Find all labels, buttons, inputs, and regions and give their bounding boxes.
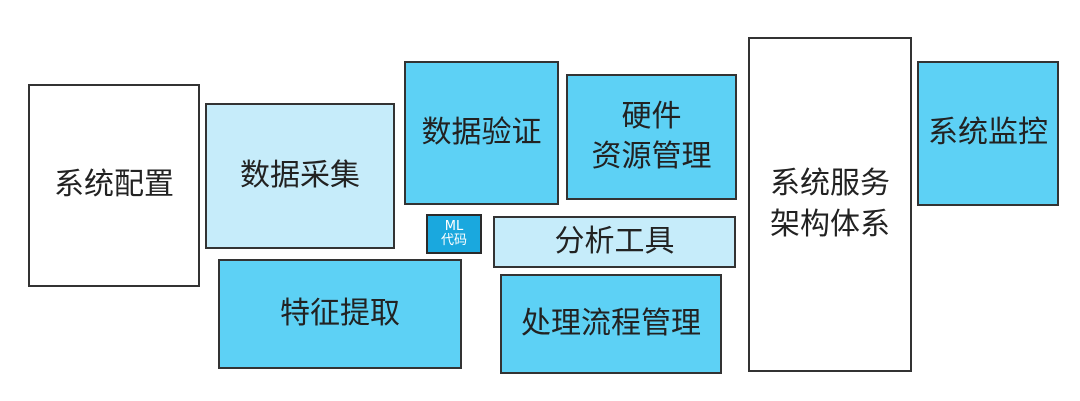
system-monitor-block: 系统监控 [917, 61, 1059, 206]
hardware-resource-label: 硬件 资源管理 [591, 98, 712, 175]
data-collection-block: 数据采集 [205, 103, 395, 249]
data-validation-block: 数据验证 [404, 61, 559, 205]
data-collection-label: 数据采集 [240, 157, 360, 193]
ml-code-label: ML 代码 [440, 219, 467, 248]
feature-extraction-label: 特征提取 [280, 295, 400, 331]
feature-extraction-block: 特征提取 [218, 259, 462, 369]
analysis-tools-label: 分析工具 [554, 223, 675, 259]
system-config-block: 系统配置 [28, 84, 200, 287]
process-management-block: 处理流程管理 [500, 274, 722, 374]
analysis-tools-block: 分析工具 [493, 216, 736, 268]
data-validation-label: 数据验证 [421, 114, 542, 150]
system-config-label: 系统配置 [54, 167, 174, 203]
hardware-resource-block: 硬件 资源管理 [566, 74, 737, 200]
system-service-block: 系统服务 架构体系 [748, 37, 912, 372]
ml-code-block: ML 代码 [426, 214, 482, 254]
system-monitor-label: 系统监控 [928, 115, 1048, 151]
process-management-label: 处理流程管理 [521, 305, 701, 341]
system-service-label: 系统服务 架构体系 [770, 166, 890, 242]
